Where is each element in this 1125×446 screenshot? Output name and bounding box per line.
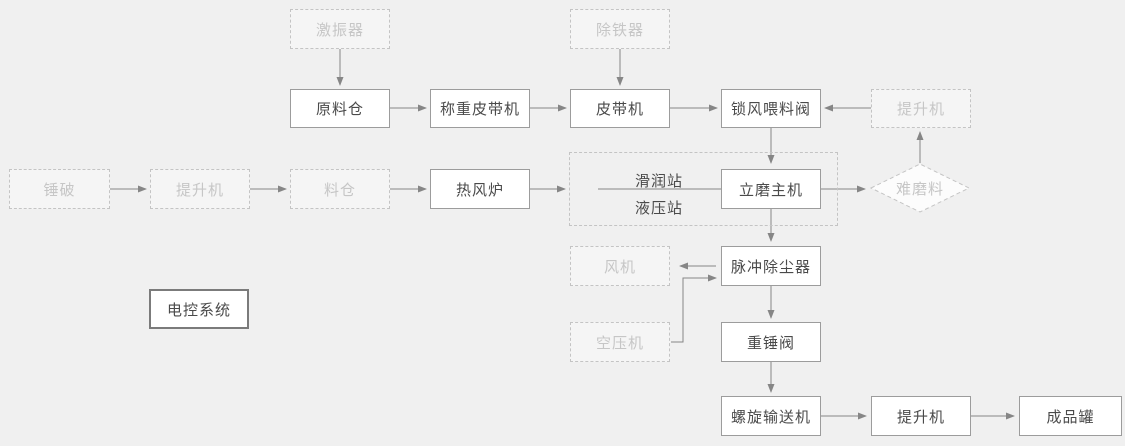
node-raw-material-bin: 原料仓 — [290, 89, 390, 128]
node-heavy-hammer-valve: 重锤阀 — [721, 322, 821, 362]
node-belt-conveyor: 皮带机 — [570, 89, 670, 128]
node-hard-to-grind-label: 难磨料 — [895, 180, 944, 198]
node-product-tank: 成品罐 — [1019, 396, 1122, 436]
hydraulic-station-label: 液压站 — [634, 199, 683, 217]
node-pulse-dust-collector: 脉冲除尘器 — [721, 246, 821, 286]
node-weighing-belt: 称重皮带机 — [430, 89, 530, 128]
node-hammer-crusher: 锤破 — [9, 169, 110, 209]
lubrication-station-label: 滑润站 — [634, 172, 683, 190]
node-elevator-left: 提升机 — [150, 169, 250, 209]
node-material-bin: 料仓 — [290, 169, 390, 209]
node-air-compressor: 空压机 — [570, 322, 670, 362]
node-mill-main: 立磨主机 — [721, 169, 821, 209]
node-rotary-feeder: 锁风喂料阀 — [721, 89, 821, 128]
node-exciter: 激振器 — [290, 9, 390, 49]
node-hot-blast-stove: 热风炉 — [430, 169, 530, 209]
mill-station-group — [569, 152, 838, 226]
node-elevator-bottom: 提升机 — [871, 396, 971, 436]
node-iron-remover: 除铁器 — [570, 9, 670, 49]
node-hard-to-grind-diamond — [869, 163, 971, 213]
node-screw-conveyor: 螺旋输送机 — [721, 396, 821, 436]
node-fan: 风机 — [570, 246, 670, 286]
node-control-system: 电控系统 — [149, 289, 249, 329]
node-elevator-top: 提升机 — [871, 89, 971, 128]
edge-compressor-dustcollector — [671, 274, 717, 343]
